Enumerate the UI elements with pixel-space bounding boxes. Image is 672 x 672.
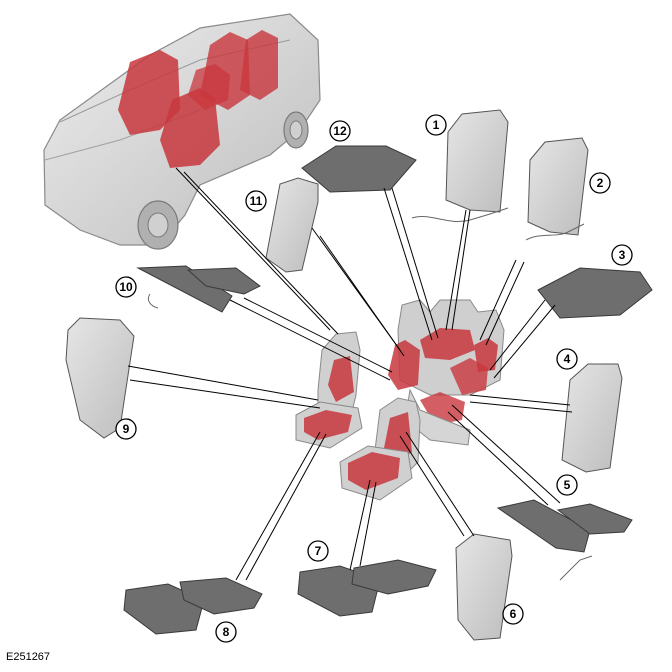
heater-mat-8 bbox=[123, 577, 263, 635]
callout-7-label: 7 bbox=[315, 544, 322, 558]
callout-4: 4 bbox=[556, 348, 578, 370]
heater-mat-12 bbox=[301, 145, 417, 193]
callout-9-label: 9 bbox=[123, 422, 130, 436]
callout-5: 5 bbox=[556, 474, 578, 496]
callout-3: 3 bbox=[611, 244, 633, 266]
callout-2: 2 bbox=[589, 172, 611, 194]
heater-mat-10 bbox=[136, 265, 261, 313]
callout-6: 6 bbox=[502, 603, 524, 625]
callout-11: 11 bbox=[245, 190, 267, 212]
callout-11-label: 11 bbox=[250, 194, 263, 208]
callout-1: 1 bbox=[425, 114, 447, 136]
callout-9: 9 bbox=[115, 418, 137, 440]
vehicle-heated-seats-highlight bbox=[118, 30, 278, 168]
heater-pad-11 bbox=[265, 177, 319, 273]
callout-6-label: 6 bbox=[510, 607, 517, 621]
callout-8-label: 8 bbox=[223, 625, 230, 639]
callout-5-label: 5 bbox=[564, 478, 571, 492]
heater-mat-3 bbox=[537, 267, 653, 319]
heater-pad-6 bbox=[455, 533, 513, 641]
callout-12: 12 bbox=[329, 120, 351, 142]
callout-10: 10 bbox=[115, 276, 137, 298]
heater-mat-5 bbox=[496, 499, 633, 581]
heater-pad-4 bbox=[561, 363, 623, 473]
figure-reference-code: E251267 bbox=[6, 651, 51, 663]
vehicle-outline-illustration bbox=[43, 13, 321, 250]
callout-2-label: 2 bbox=[597, 176, 604, 190]
heater-pad-2 bbox=[525, 137, 589, 241]
callout-1-label: 1 bbox=[433, 118, 440, 132]
callout-3-label: 3 bbox=[619, 248, 626, 262]
callout-10-label: 10 bbox=[119, 280, 133, 294]
seat-assembly-illustration bbox=[295, 299, 505, 501]
callout-8: 8 bbox=[215, 621, 237, 643]
heater-mat-7 bbox=[297, 559, 437, 617]
leader-lines bbox=[127, 167, 573, 581]
callout-4-label: 4 bbox=[564, 352, 571, 366]
callout-12-label: 12 bbox=[333, 124, 347, 138]
heater-pad-1 bbox=[411, 109, 509, 222]
callout-7: 7 bbox=[307, 540, 329, 562]
